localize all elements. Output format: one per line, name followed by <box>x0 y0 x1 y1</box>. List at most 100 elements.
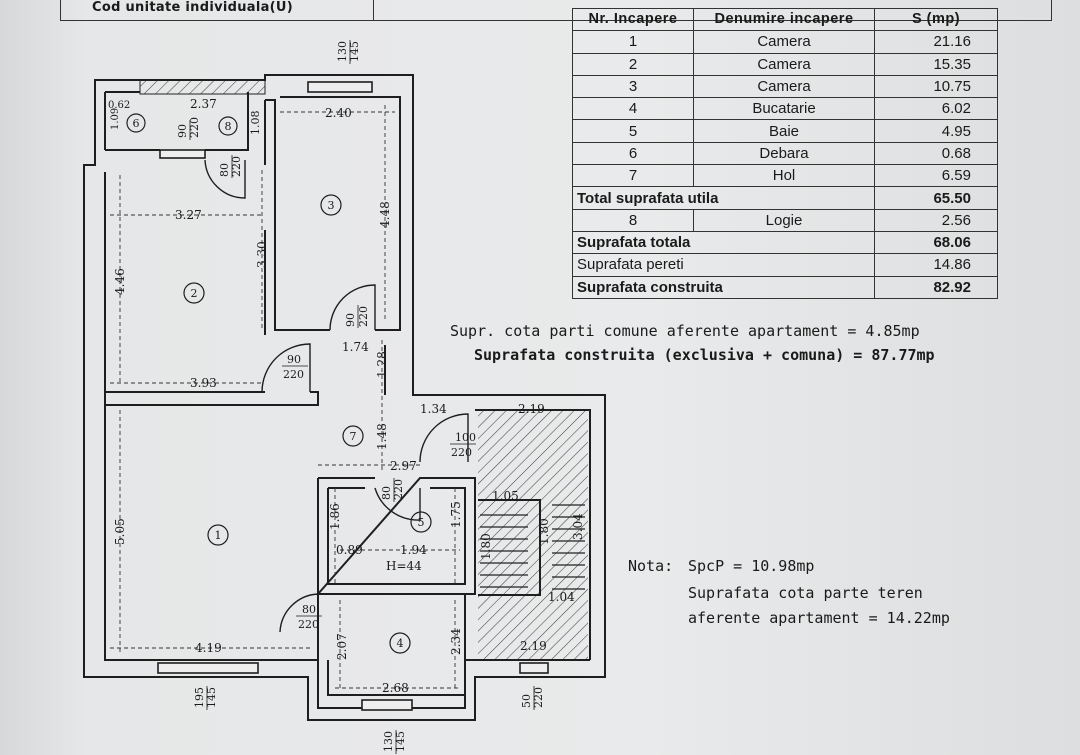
dim-text: 2.37 <box>190 97 217 111</box>
row-area: 4.95 <box>874 119 998 143</box>
dim-text: 2.19 <box>520 639 547 653</box>
room3-walls <box>265 96 401 331</box>
dim-text: H=44 <box>386 559 422 573</box>
door-width: 80 <box>380 486 393 500</box>
window-top <box>307 81 373 93</box>
room-3-marker <box>320 194 342 216</box>
kitchen-walls <box>317 594 466 696</box>
door-width: 90 <box>344 313 357 327</box>
dim-text: 1.08 <box>249 111 262 136</box>
logie-name: Logie <box>693 208 875 232</box>
door-width: 90 <box>176 124 189 138</box>
dim-text: 1.09 <box>110 108 121 130</box>
window-width: 130 <box>382 731 395 752</box>
note-label: Nota: <box>628 557 674 575</box>
window-height: 145 <box>205 687 218 708</box>
room-2-marker <box>183 282 205 304</box>
row-name: Bucatarie <box>693 97 875 121</box>
room-5-marker <box>410 511 432 533</box>
room-number: 8 <box>225 120 232 133</box>
door-height: 220 <box>230 156 243 177</box>
room-number: 6 <box>133 117 140 130</box>
door-height: 220 <box>357 306 370 327</box>
hall-walls <box>384 330 414 395</box>
door-arc-room2 <box>261 343 311 393</box>
dim-text: 2.34 <box>449 628 463 655</box>
windows <box>157 81 549 711</box>
dim-text: 0.89 <box>336 543 363 557</box>
door-height: 220 <box>392 479 405 500</box>
total-utila-value: 65.50 <box>874 186 998 210</box>
note-spcp: SpcP = 10.98mp <box>688 557 815 575</box>
room-8-marker <box>218 116 238 136</box>
header-frame <box>60 0 1052 21</box>
window-label-rules <box>206 40 535 754</box>
dimensions-h: 2.37 0.62 2.40 3.27 1.74 3.93 1.34 2.19 … <box>108 97 575 695</box>
door-height: 220 <box>298 618 319 631</box>
dim-text: 1.34 <box>420 402 447 416</box>
dim-text: 5.05 <box>113 518 127 545</box>
dim-text: 2.19 <box>518 402 545 416</box>
window-loggia <box>159 149 206 159</box>
door-swings <box>204 159 469 633</box>
room-divider <box>105 391 319 406</box>
room-number: 3 <box>328 199 335 212</box>
dim-text: 4.46 <box>113 268 127 295</box>
room-7-marker <box>342 425 364 447</box>
room-1-marker <box>207 524 229 546</box>
dim-text: 1.04 <box>548 590 575 604</box>
door-label-rules <box>189 120 476 617</box>
room-number: 7 <box>350 430 357 443</box>
window-height: 220 <box>532 687 545 708</box>
dimension-lines <box>110 105 460 690</box>
door-arc-entrance <box>419 413 469 463</box>
dim-text: 2.07 <box>335 633 349 660</box>
row-area: 15.35 <box>874 52 998 76</box>
construita-value: 82.92 <box>874 275 998 299</box>
window-width: 195 <box>193 687 206 708</box>
room-numbers: 1 2 3 4 5 6 7 8 <box>133 117 425 650</box>
dim-text: 2.97 <box>390 459 417 473</box>
stair-walls <box>475 409 591 660</box>
room-number: 1 <box>215 529 222 542</box>
dim-text: 4.48 <box>378 201 392 228</box>
dim-text: 1.74 <box>342 340 369 354</box>
door-width: 90 <box>287 353 301 366</box>
walls <box>83 74 606 721</box>
room-number: 2 <box>191 287 198 300</box>
construita-label: Suprafata construita <box>572 275 875 299</box>
stair-treads <box>480 504 585 590</box>
window-bottom-right <box>519 662 549 674</box>
dim-text: 4.19 <box>195 641 222 655</box>
totala-value: 68.06 <box>874 230 998 255</box>
room-6-marker <box>126 113 146 133</box>
window-labels: 130 145 195 145 130 145 50 220 <box>193 41 545 752</box>
window-bottom-left <box>157 662 259 674</box>
door-width: 80 <box>218 163 231 177</box>
door-width: 80 <box>302 603 316 616</box>
outer-wall <box>83 74 606 721</box>
dim-text: 2.68 <box>382 681 409 695</box>
dim-text: 1.05 <box>492 489 519 503</box>
note-construita-total: Suprafata construita (exclusiva + comuna… <box>474 346 935 364</box>
door-arc-kitchen <box>279 593 319 633</box>
window-width: 50 <box>520 694 533 708</box>
loggia-parapet <box>139 79 266 95</box>
door-arc-loggia <box>204 159 246 199</box>
stairwell-hatch <box>478 410 588 660</box>
door-arc-room3 <box>329 284 376 331</box>
header-label: Cod unitate individuala(U) <box>92 0 294 15</box>
door-labels: 90 220 80 220 90 220 90 220 100 220 80 2… <box>176 117 476 631</box>
dim-text: 1.48 <box>375 423 389 450</box>
door-arc-bathroom <box>374 487 421 521</box>
loggia-walls <box>105 91 249 151</box>
dim-text: 2.40 <box>325 106 352 120</box>
door-height: 220 <box>283 368 304 381</box>
dim-text: 3.27 <box>175 208 202 222</box>
dim-text: 1.86 <box>328 503 342 530</box>
